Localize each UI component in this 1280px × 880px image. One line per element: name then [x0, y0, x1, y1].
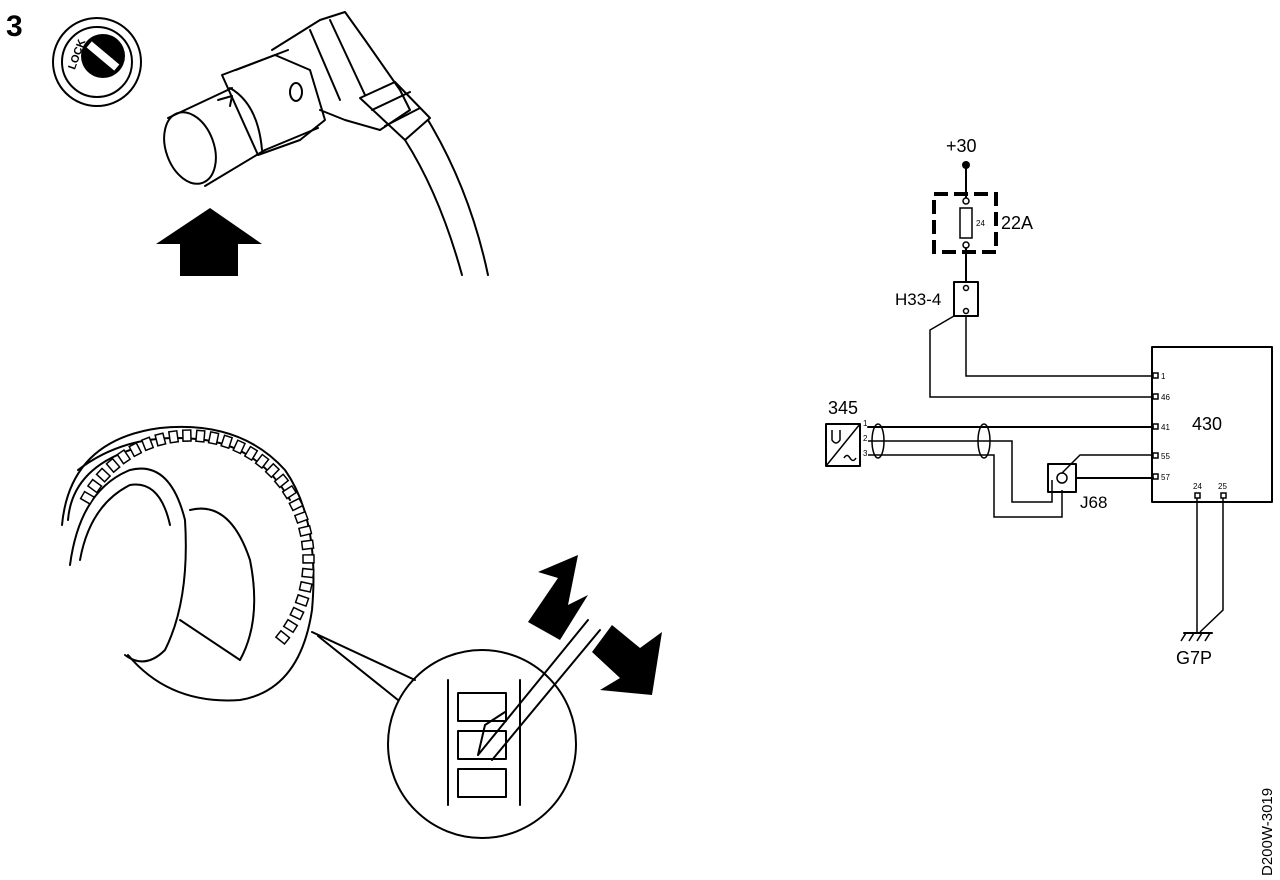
control-unit-430 — [1151, 346, 1273, 503]
zoom-pointer — [311, 631, 416, 701]
fuse-rating: 22A — [1001, 213, 1033, 233]
tone-ring-tooth — [79, 490, 96, 506]
fuse-box — [932, 192, 998, 254]
ecu-pin-25: 25 — [1218, 482, 1227, 491]
tone-ring-tooth — [243, 445, 259, 462]
speed-sensor-drawing — [163, 11, 489, 276]
tone-ring-tooth — [293, 510, 309, 525]
tone-ring-tooth — [181, 429, 192, 442]
insert-arrow-icon — [156, 208, 262, 276]
wiring-diagram: +30 24 22A H33-4 430 1 46 41 55 — [825, 136, 1273, 668]
tone-ring-tooth — [154, 432, 167, 447]
tone-ring-tooth — [220, 434, 234, 450]
ecu-pin-46: 46 — [1161, 393, 1170, 402]
ecu-pin-57: 57 — [1161, 473, 1170, 482]
lock-icon: LOCK — [52, 17, 142, 107]
sensor-pin-2: 2 — [863, 434, 868, 443]
tone-ring-tooth — [264, 462, 281, 479]
tone-ring-tooth — [86, 478, 103, 494]
pry-arrow-icon — [528, 555, 588, 640]
ecu-pin-24: 24 — [1193, 482, 1202, 491]
junction-label: J68 — [1080, 493, 1107, 512]
reference-code: D200W-3019 — [1259, 788, 1276, 876]
tone-ring-tooth — [273, 473, 290, 489]
tone-ring-tooth — [274, 629, 291, 646]
tone-ring-tooth — [254, 453, 270, 470]
tone-ring-tooth — [281, 484, 298, 500]
ecu-pin-55: 55 — [1161, 452, 1170, 461]
tone-ring-tooth — [288, 497, 304, 512]
tone-ring-drawing — [61, 425, 315, 702]
ecu-pin-1: 1 — [1161, 372, 1166, 381]
sensor-pin-3: 3 — [863, 449, 868, 458]
fuse-pin: 24 — [976, 219, 985, 228]
tone-ring-tooth — [195, 429, 206, 443]
connector-h33 — [953, 281, 979, 317]
tone-ring-tooth — [116, 449, 132, 465]
tone-ring-tooth — [207, 431, 220, 446]
ground-label: G7P — [1176, 648, 1212, 668]
ecu-pin-41: 41 — [1161, 423, 1170, 432]
tone-ring-tooth — [298, 524, 313, 538]
sensor-pin-1: 1 — [863, 419, 868, 428]
tone-ring-tooth — [289, 606, 305, 621]
sensor-label: 345 — [828, 398, 858, 418]
zoom-detail — [387, 619, 601, 839]
tone-ring-tooth — [140, 436, 155, 452]
tone-ring-tooth — [232, 439, 247, 455]
pry-arrow-icon — [592, 625, 662, 695]
tone-ring-tooth — [294, 593, 310, 607]
tone-ring-teeth — [79, 429, 315, 646]
control-unit-label: 430 — [1192, 414, 1222, 434]
supply-label: +30 — [946, 136, 977, 156]
tone-ring-tooth — [95, 467, 112, 483]
tone-ring-tooth — [301, 567, 315, 579]
tone-ring-tooth — [282, 618, 299, 634]
connector-label: H33-4 — [895, 290, 941, 309]
tone-ring-tooth — [302, 554, 315, 564]
step-number: 3 — [6, 10, 23, 43]
tone-ring-tooth — [298, 580, 313, 593]
tone-ring-tooth — [128, 441, 143, 458]
tone-ring-tooth — [300, 539, 315, 551]
tone-ring-tooth — [105, 457, 121, 474]
sensor-345-symbol — [825, 423, 861, 467]
tone-ring-tooth — [167, 429, 180, 444]
